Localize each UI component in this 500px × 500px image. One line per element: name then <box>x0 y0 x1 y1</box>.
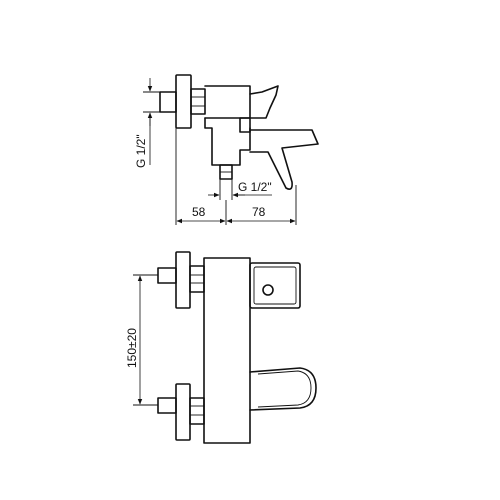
centers-label: 150±20 <box>125 328 139 368</box>
bottom-hex-nut <box>189 397 205 425</box>
front-view: 150±20 <box>125 251 317 444</box>
thread-bottom-label: G 1/2" <box>238 180 272 194</box>
mixer-body <box>203 257 251 444</box>
lever-handle <box>249 85 279 119</box>
connector-nipple <box>159 91 177 113</box>
faucet-body <box>204 85 251 119</box>
bottom-wall-flange <box>175 383 191 441</box>
depth-wall-label: 58 <box>192 205 206 219</box>
top-hex-nut <box>189 265 205 293</box>
spout <box>249 129 319 190</box>
top-connector-nipple <box>157 267 177 284</box>
depth-spout-label: 78 <box>252 205 266 219</box>
hex-nut <box>190 88 206 115</box>
thread-side-label: G 1/2" <box>134 134 148 168</box>
handle-box <box>249 262 301 309</box>
diverter-knob <box>262 284 274 296</box>
front-spout <box>249 367 317 411</box>
wall-flange <box>175 74 192 129</box>
top-wall-flange <box>175 251 191 309</box>
side-view: G 1/2" G 1/2" 58 78 <box>134 74 319 225</box>
bottom-connector-nipple <box>157 397 177 414</box>
diverter-housing <box>204 117 251 166</box>
